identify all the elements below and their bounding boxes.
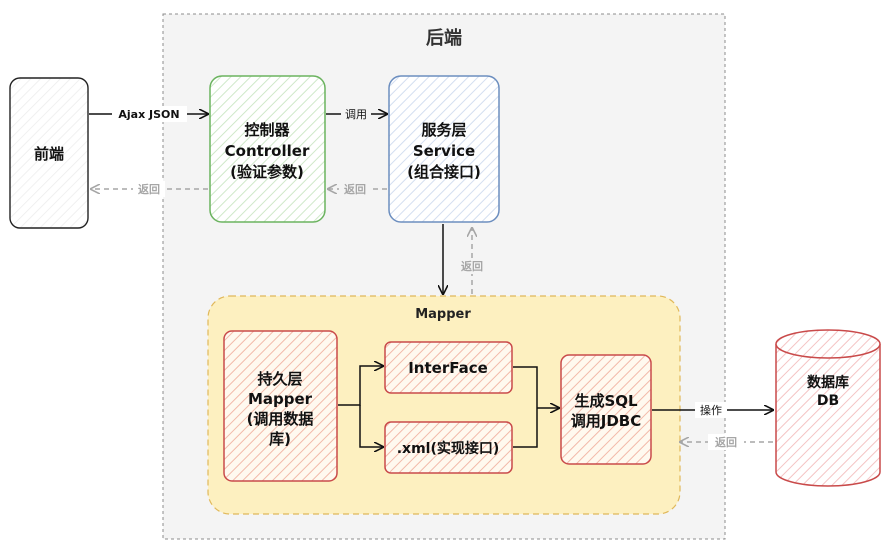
controller-line1: 控制器 (244, 121, 290, 139)
xml-label: .xml(实现接口) (397, 440, 500, 457)
database-line2: DB (817, 393, 839, 409)
edge-return-mapper-label: 返回 (461, 259, 483, 273)
edge-return-service: 返回 (328, 181, 387, 197)
edge-return-controller: 返回 (91, 181, 208, 197)
edge-impl-to-sqlgen (513, 366, 559, 448)
database-line1: 数据库 (807, 374, 849, 391)
sqlgen-line2: 调用JDBC (571, 412, 641, 430)
edge-operate-label: 操作 (700, 403, 722, 417)
interface-label: InterFace (408, 359, 488, 377)
service-line3: (组合接口) (407, 163, 481, 181)
edge-return-db-label: 返回 (715, 435, 737, 449)
frontend-label: 前端 (34, 145, 64, 163)
controller-line2: Controller (225, 142, 310, 160)
service-node: 服务层 Service (组合接口) (388, 75, 500, 223)
persistence-line3: (调用数据 (247, 410, 314, 428)
edge-return-db: 返回 (680, 434, 773, 450)
edge-persistence-branches (338, 366, 383, 447)
edge-ajax-label: Ajax JSON (118, 108, 179, 121)
persistence-line4: 库) (269, 430, 291, 448)
mapper-group-title: Mapper (415, 307, 471, 322)
edge-operate: 操作 (652, 402, 773, 418)
frontend-node: 前端 (9, 77, 89, 229)
service-line2: Service (413, 142, 475, 160)
xml-node: .xml(实现接口) (384, 421, 513, 474)
service-line1: 服务层 (421, 121, 466, 139)
controller-line3: (验证参数) (230, 163, 304, 181)
controller-node: 控制器 Controller (验证参数) (209, 75, 326, 223)
interface-node: InterFace (384, 341, 513, 394)
database-node: 数据库 DB (775, 329, 881, 487)
edge-return-mapper: 返回 (455, 228, 489, 294)
backend-title: 后端 (426, 28, 462, 49)
sqlgen-node: 生成SQL 调用JDBC (560, 354, 652, 465)
sqlgen-line1: 生成SQL (574, 392, 638, 410)
persistence-line2: Mapper (248, 390, 313, 408)
edge-call: 调用 (326, 106, 387, 122)
edge-call-label: 调用 (345, 108, 367, 121)
edge-return-controller-label: 返回 (138, 182, 160, 196)
edge-return-service-label: 返回 (344, 182, 366, 196)
persistence-node: 持久层 Mapper (调用数据 库) (223, 330, 338, 482)
edge-ajax-request: Ajax JSON (89, 106, 208, 122)
persistence-line1: 持久层 (257, 370, 302, 388)
